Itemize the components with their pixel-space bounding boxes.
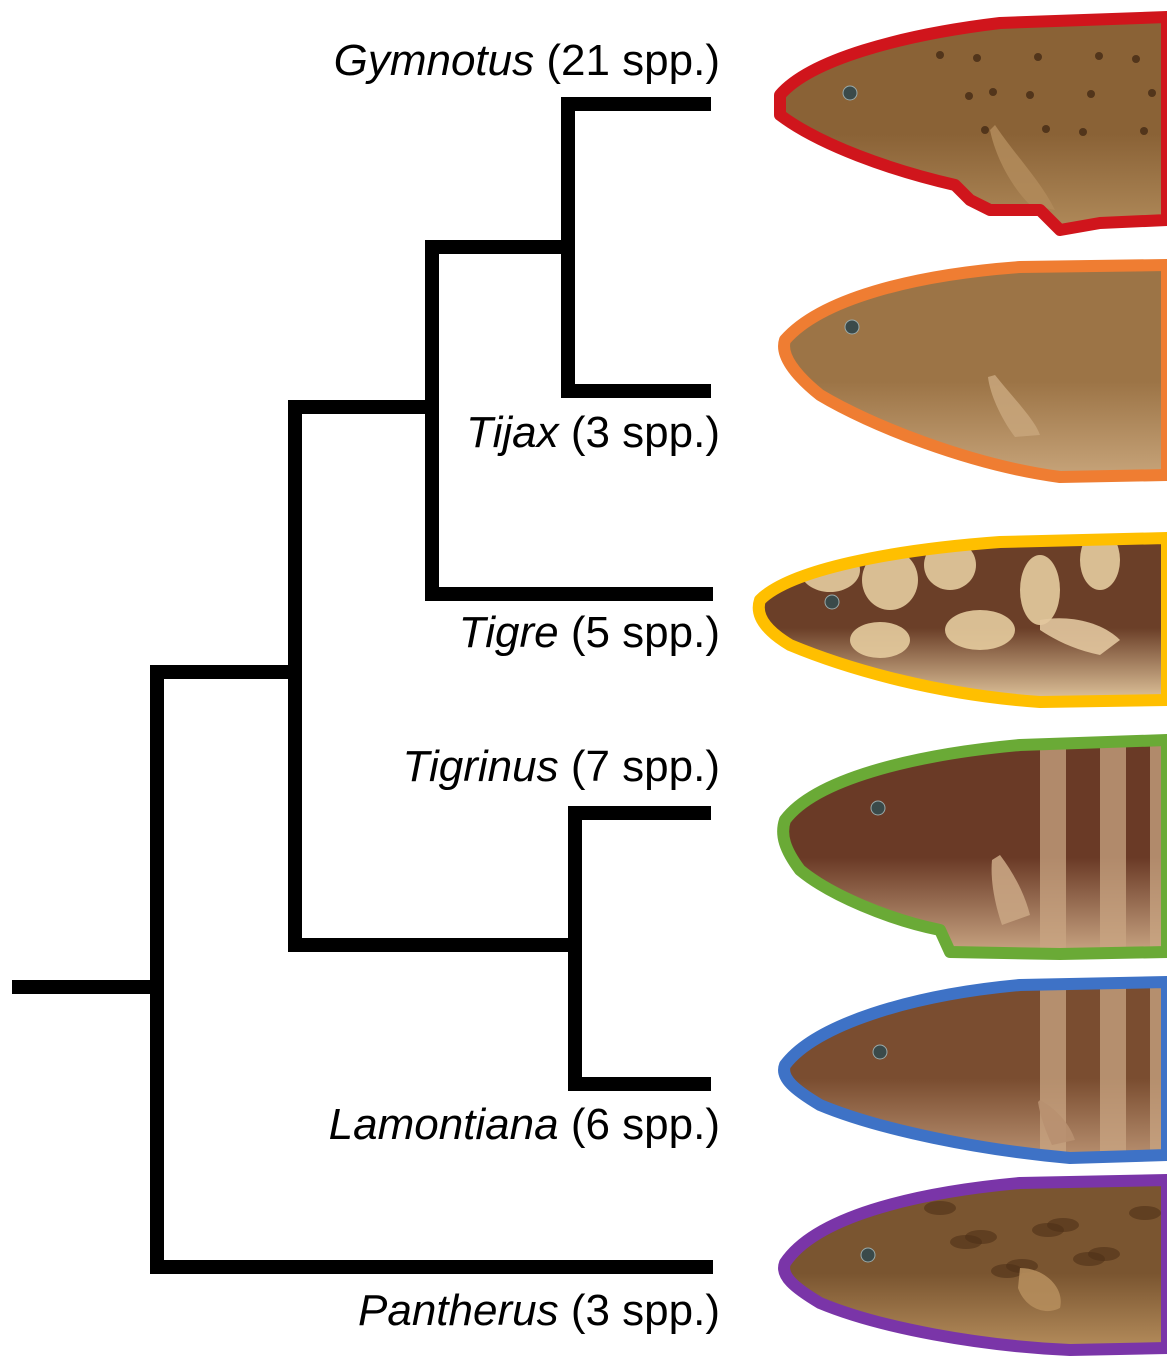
species-count: (5 spp.) [571,608,720,657]
fish-eye [873,1045,887,1059]
tip-label-tigrinus: Tigrinus (7 spp.) [402,742,720,792]
tip-label-lamontiana: Lamontiana (6 spp.) [329,1100,720,1150]
fish-eye [861,1248,875,1262]
fish-image-tigrinus [740,730,1167,960]
genus-name: Lamontiana [329,1100,559,1149]
genus-name: Tijax [466,408,559,457]
fish-image-panel [740,0,1167,1358]
species-count: (21 spp.) [546,36,720,85]
genus-name: Tigrinus [402,742,558,791]
fish-image-tigre [740,520,1167,720]
species-count: (7 spp.) [571,742,720,791]
tip-label-tigre: Tigre (5 spp.) [459,608,720,658]
fish-eye [845,320,859,334]
genus-name: Gymnotus [334,36,535,85]
fish-eye [871,801,885,815]
fish-image-lamontiana [740,970,1167,1170]
fish-eye [825,595,839,609]
genus-name: Pantherus [358,1286,559,1335]
genus-name: Tigre [459,608,559,657]
tip-label-pantherus: Pantherus (3 spp.) [358,1286,720,1336]
tip-label-gymnotus: Gymnotus (21 spp.) [334,36,720,86]
fish-eye [843,86,857,100]
species-count: (3 spp.) [571,1286,720,1335]
tip-label-tijax: Tijax (3 spp.) [466,408,720,458]
species-count: (3 spp.) [571,408,720,457]
fish-image-gymnotus [740,5,1167,245]
fish-image-pantherus [740,1168,1167,1358]
fish-image-tijax [740,245,1167,485]
fish-body [784,1180,1167,1350]
species-count: (6 spp.) [571,1100,720,1149]
